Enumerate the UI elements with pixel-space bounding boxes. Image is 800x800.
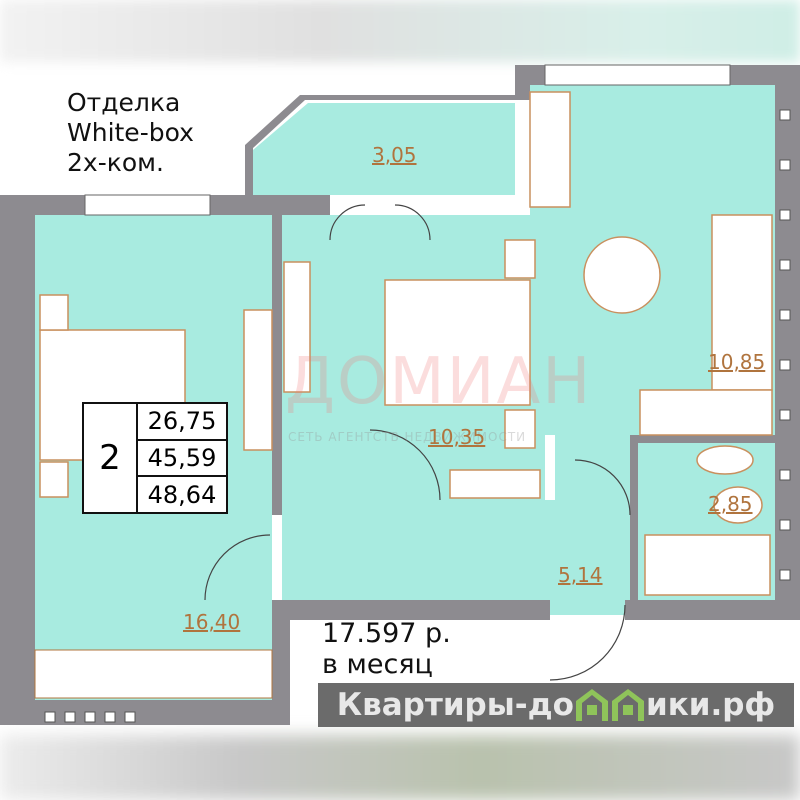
area-summary: 2 26,75 45,59 48,64 (82, 402, 228, 514)
title-line: Отделка (67, 88, 181, 117)
site-banner: Квартиры-до ики.рф (318, 683, 794, 727)
banner-text-left: Квартиры-до (336, 687, 574, 723)
price: 17.597 р. в месяц (322, 618, 451, 680)
watermark-tagline: СЕТЬ АГЕНТСТВ НЕДВИЖИМОСТИ (288, 430, 527, 444)
title-line: 2х-ком. (67, 148, 164, 177)
title-line: White-box (67, 118, 194, 147)
total-area: 45,59 (138, 441, 226, 478)
banner-text-right: ики.рф (645, 687, 776, 723)
area-with-balcony: 48,64 (147, 480, 217, 509)
bottom-blur (0, 735, 800, 800)
floors (35, 85, 775, 700)
doors (204, 204, 631, 681)
header-title: Отделка White-box 2х-ком. (67, 88, 194, 178)
price-period: в месяц (322, 649, 433, 680)
top-blur (0, 0, 800, 62)
price-amount: 17.597 р. (322, 618, 451, 649)
windows (34, 64, 731, 699)
watermark-brand: ДОМИАН (285, 345, 593, 419)
rooms-count: 2 (84, 404, 138, 512)
room-label-hallway: 5,14 (558, 563, 603, 587)
houses-logo-icon (575, 689, 644, 721)
living-area: 26,75 (138, 404, 226, 441)
wall-markers (44, 109, 791, 723)
room-label-kitchen: 10,85 (708, 350, 766, 374)
room-label-bedroom-left: 16,40 (183, 610, 241, 634)
room-label-bedroom-middle: 10,35 (428, 425, 486, 449)
room-label-balcony: 3,05 (372, 143, 417, 167)
room-label-bathroom: 2,85 (708, 492, 753, 516)
